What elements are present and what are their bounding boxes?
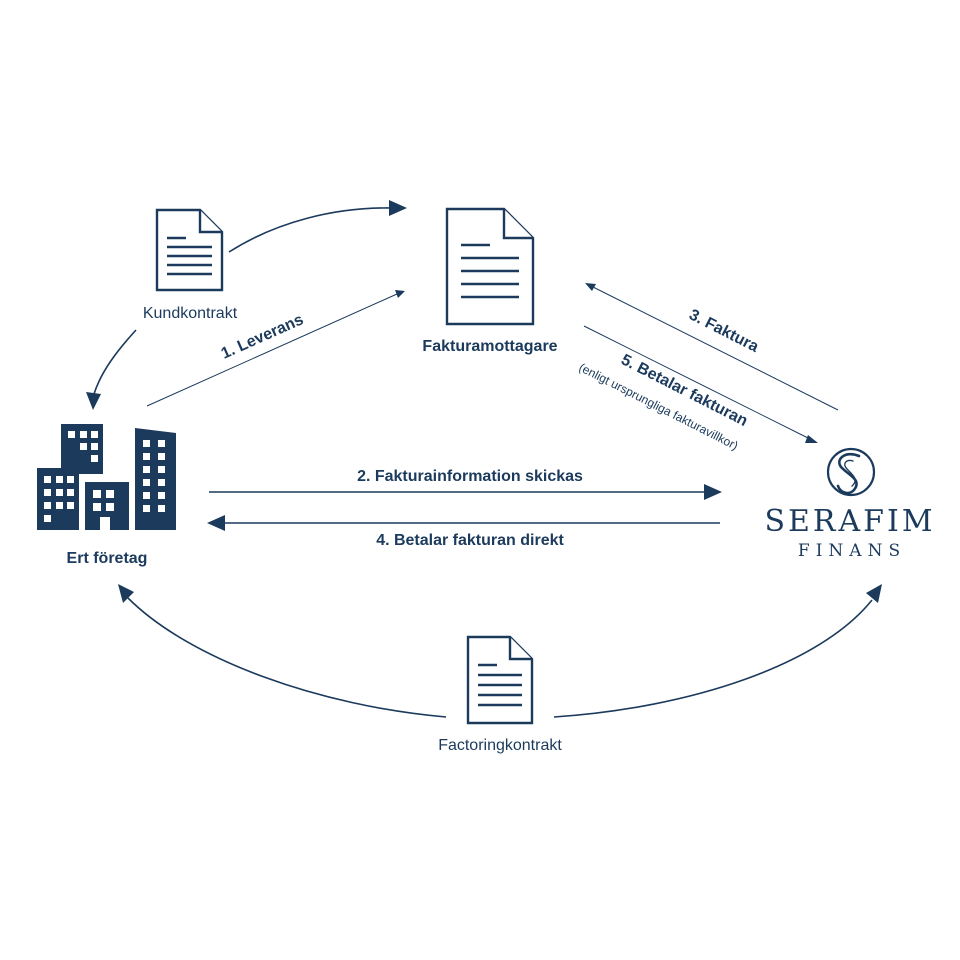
- faktura-arrowhead: [585, 283, 596, 291]
- logo-main-text: SERAFIM: [764, 504, 935, 539]
- faktura-label: 3. Faktura: [686, 306, 761, 356]
- betalar-direkt-arrowhead: [207, 515, 225, 531]
- ert-foretag-label: Ert företag: [67, 550, 148, 567]
- leverans-arrow: [146, 293, 398, 407]
- kundkontrakt-to-ert-foretag-arrowhead: [86, 392, 101, 410]
- factoringkontrakt-to-serafim-arrow: [553, 599, 873, 718]
- betalar-fakturan-arrow: [583, 325, 811, 440]
- kundkontrakt-to-fakturamottagare-arrow: [228, 207, 393, 253]
- factoringkontrakt-to-serafim-arrowhead: [866, 584, 882, 603]
- kundkontrakt-document-icon: [155, 208, 224, 292]
- betalar-direkt-label: 4. Betalar fakturan direkt: [376, 532, 564, 549]
- fakturainformation-arrowhead: [704, 484, 722, 500]
- kundkontrakt-to-fakturamottagare-arrowhead: [389, 200, 407, 216]
- factoringkontrakt-to-ert-foretag-arrowhead: [118, 584, 134, 603]
- factoringkontrakt-to-ert-foretag-arrow: [127, 597, 447, 718]
- factoringkontrakt-document-icon: [466, 635, 534, 725]
- kundkontrakt-label: Kundkontrakt: [143, 305, 238, 322]
- betalar-fakturan-arrowhead: [805, 435, 818, 443]
- logo-sub-text: FINANS: [798, 541, 906, 561]
- leverans-arrowhead: [395, 290, 405, 298]
- factoringkontrakt-label: Factoringkontrakt: [438, 737, 562, 754]
- faktura-arrow: [592, 286, 839, 411]
- serafim-logo-mark: [826, 447, 876, 497]
- fakturainformation-label: 2. Fakturainformation skickas: [357, 468, 583, 485]
- buildings-icon: [37, 424, 176, 530]
- kundkontrakt-to-ert-foretag-arrow: [93, 329, 137, 395]
- fakturamottagare-document-icon: [445, 207, 535, 326]
- fakturamottagare-label: Fakturamottagare: [422, 338, 557, 355]
